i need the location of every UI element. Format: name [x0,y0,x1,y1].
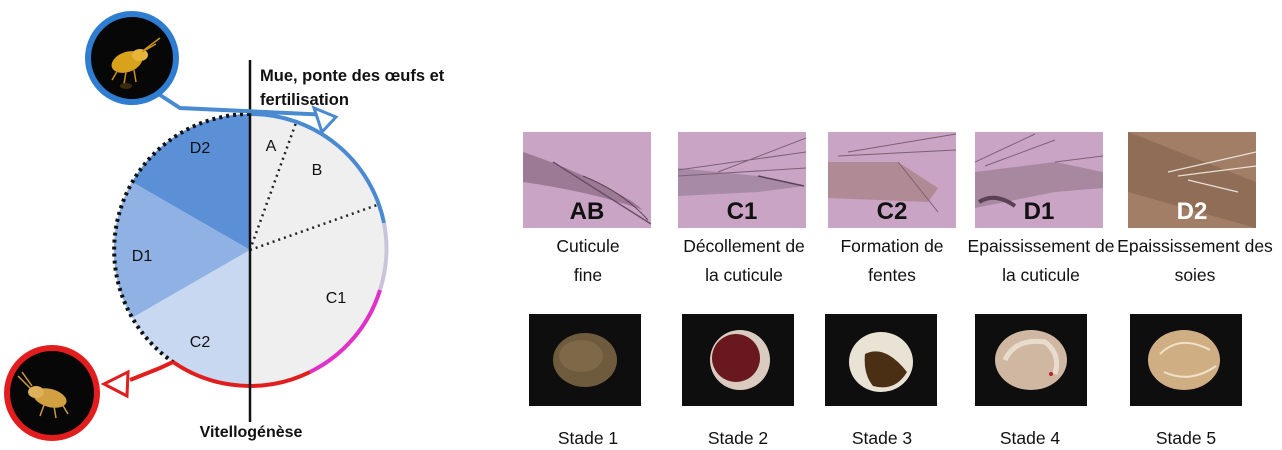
stage-description-c2: Formation de fentes [832,232,952,290]
stage-description-ab: Cuticule fine [540,232,636,290]
egg-label-1: Stade 1 [540,428,636,449]
segment-label-d2: D2 [180,140,220,158]
egg-photo-4 [975,314,1087,406]
stage-code-d2: D2 [1128,198,1256,226]
stage-code-d1: D1 [975,198,1103,226]
stage-photo-c1: C1 [678,132,806,228]
amphipod-photo-top [88,14,176,102]
vitellogenesis-arrowhead-icon [104,372,128,396]
amphipod-photo-bottom [7,348,97,438]
stage-photo-c2: C2 [828,132,956,228]
egg-image [682,314,794,406]
egg-label-3: Stade 3 [834,428,930,449]
stage-photo-d2: D2 [1128,132,1256,228]
segment-label-a: A [256,138,286,156]
egg-image [825,314,937,406]
moult-label: Mue, ponte des œufs et fertilisation [260,64,472,112]
egg-photo-2 [682,314,794,406]
stage-code-c1: C1 [678,198,806,226]
egg-image [529,314,641,406]
stage-description-d1: Epaississement de la cuticule [966,232,1116,290]
segment-label-c2: C2 [180,334,220,352]
egg-photo-5 [1130,314,1242,406]
egg-label-4: Stade 4 [982,428,1078,449]
vitellogenesis-label: Vitellogénèse [186,424,316,442]
egg-image [1130,314,1242,406]
stage-description-c1: Décollement de la cuticule [676,232,812,290]
segment-label-d1: D1 [122,248,162,266]
stage-photo-ab: AB [523,132,651,228]
stage-code-c2: C2 [828,198,956,226]
segment-label-c1: C1 [316,290,356,308]
vitellogenesis-connector [130,362,173,380]
stage-code-ab: AB [523,198,651,226]
stage-description-d2: Epaississement des soies [1116,232,1274,290]
egg-photo-1 [529,314,641,406]
egg-image [975,314,1087,406]
egg-photo-3 [825,314,937,406]
stage-photo-d1: D1 [975,132,1103,228]
segment-label-b: B [302,162,332,180]
egg-label-2: Stade 2 [690,428,786,449]
egg-label-5: Stade 5 [1138,428,1234,449]
